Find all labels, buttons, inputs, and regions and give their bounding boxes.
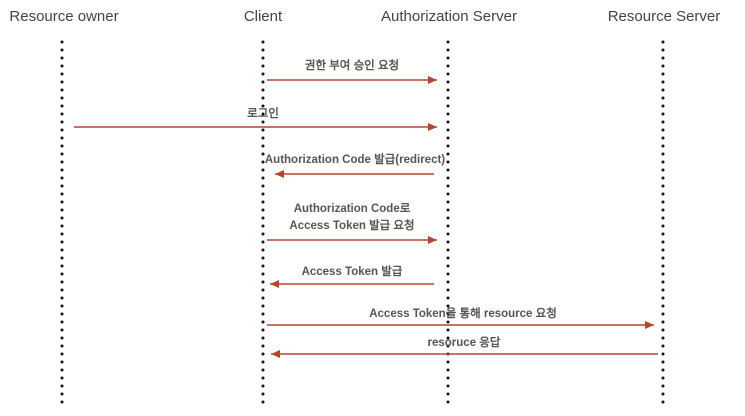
message-label-token-request-line2: Access Token 발급 요청	[289, 218, 414, 232]
actor-label-resource-owner: Resource owner	[9, 8, 118, 25]
message-label-login: 로그인	[247, 106, 279, 120]
actor-label-authorization-server: Authorization Server	[381, 8, 517, 25]
actor-label-client: Client	[244, 8, 283, 25]
message-label-code-issued: Authorization Code 발급(redirect)	[265, 152, 445, 166]
actor-label-resource-server: Resource Server	[608, 8, 721, 25]
message-label-token-issued: Access Token 발급	[302, 264, 403, 278]
message-label-resource-response: resoruce 응답	[428, 335, 501, 349]
message-label-token-request-line1: Authorization Code로	[294, 202, 411, 215]
message-label-grant-request: 권한 부여 승인 요청	[305, 58, 399, 72]
message-label-resource-request: Access Token을 통해 resource 요청	[369, 306, 557, 320]
